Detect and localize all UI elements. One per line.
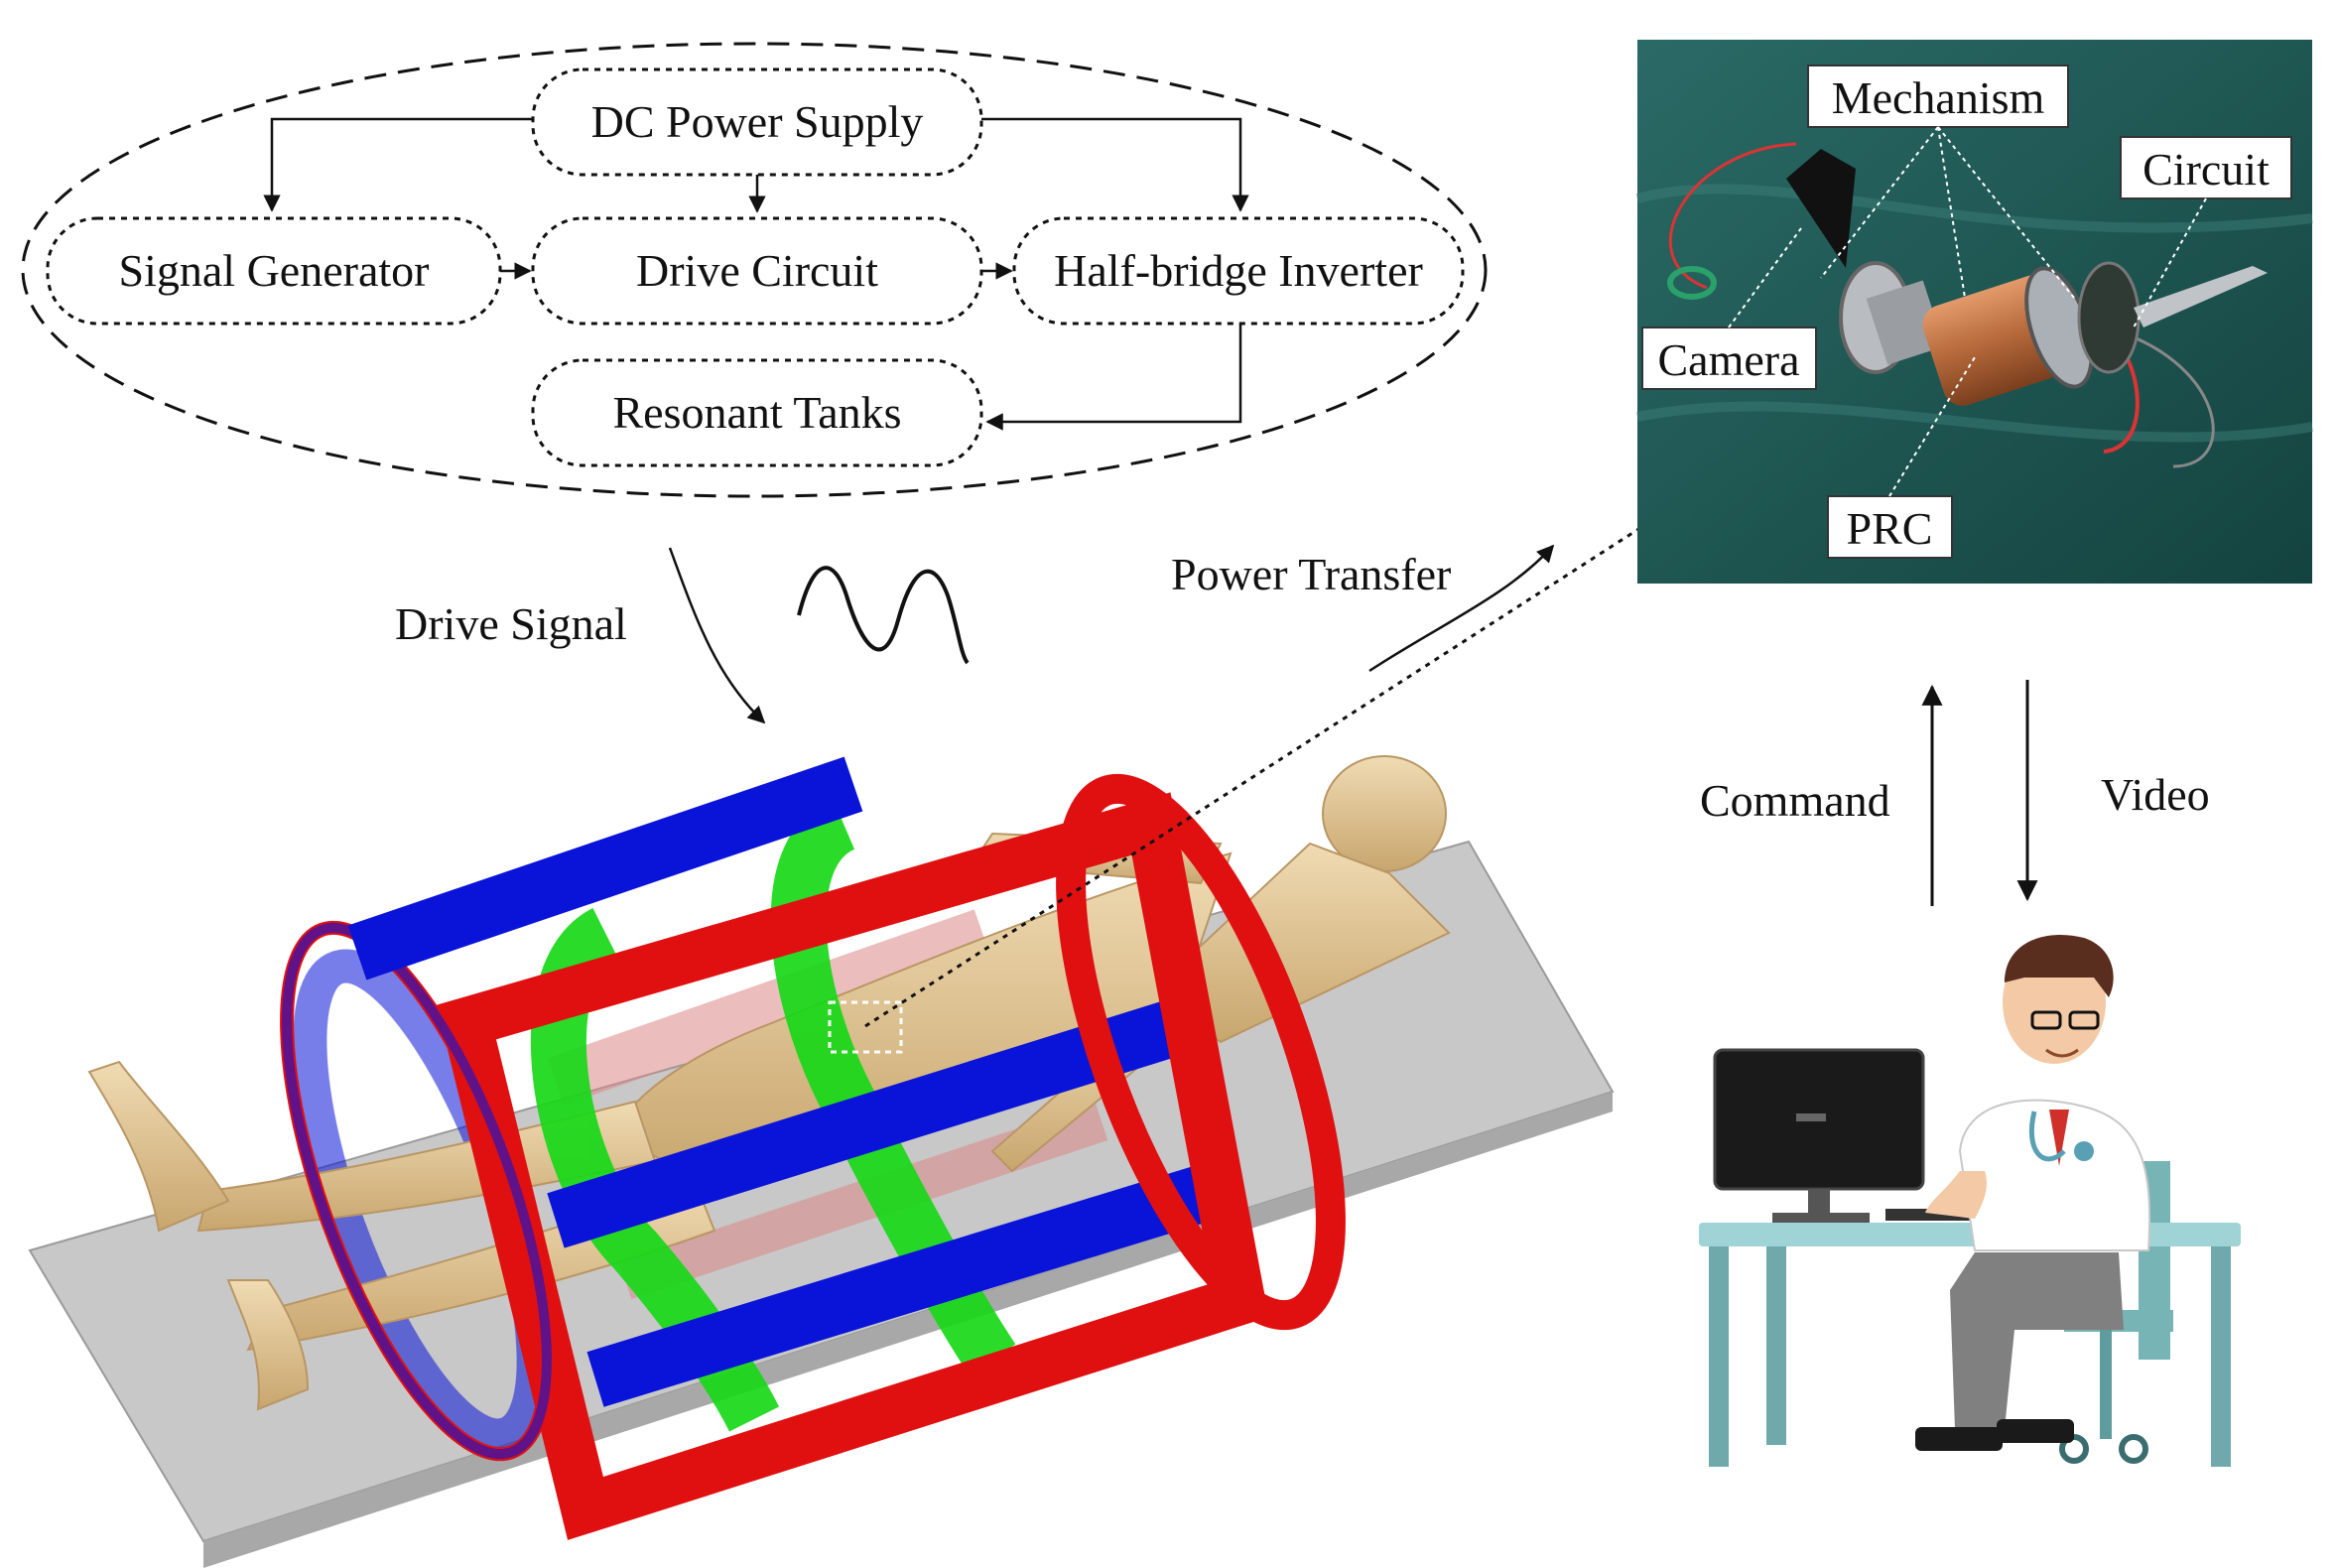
half-bridge-inverter-label: Half-bridge Inverter (1054, 245, 1423, 296)
mechanism-label: Mechanism (1832, 72, 2045, 123)
drive-signal-arrow (668, 547, 766, 724)
power-system-block-diagram: DC Power Supply Signal Generator Drive C… (21, 42, 1488, 498)
node-resonant-tanks: Resonant Tanks (531, 358, 983, 467)
circuit-label: Circuit (2142, 144, 2270, 195)
doctor-workstation-illustration (1699, 935, 2241, 1467)
block-connectors (263, 117, 1249, 431)
signal-generator-label: Signal Generator (119, 245, 430, 296)
drive-signal-caption: Drive Signal (395, 598, 627, 649)
node-half-bridge-inverter: Half-bridge Inverter (1012, 216, 1465, 326)
red-end-ring-right (1056, 773, 1346, 1331)
power-transfer-arrow (1368, 544, 1555, 673)
camera-label: Camera (1657, 334, 1799, 385)
power-transfer-caption: Power Transfer (1171, 549, 1451, 599)
blue-rungs (347, 756, 1220, 1407)
node-dc-power-supply: DC Power Supply (531, 67, 983, 177)
system-boundary-ellipse (21, 42, 1488, 498)
connector-dc-to-signal (263, 117, 533, 212)
command-caption: Command (1700, 775, 1890, 826)
prc-label: PRC (1847, 503, 1933, 554)
node-signal-generator: Signal Generator (46, 216, 502, 326)
node-drive-circuit: Drive Circuit (531, 216, 983, 326)
sine-wave-icon (797, 566, 970, 665)
video-caption: Video (2101, 769, 2210, 820)
drive-circuit-label: Drive Circuit (636, 245, 878, 296)
capsule-highlight-box (828, 1000, 903, 1054)
dc-power-supply-label: DC Power Supply (591, 96, 924, 147)
coil-system-illustration (28, 755, 1615, 1568)
connector-dc-to-inverter (981, 117, 1249, 212)
connector-inverter-to-tanks (985, 324, 1242, 431)
resonant-tanks-label: Resonant Tanks (612, 387, 901, 438)
capsule-robot-photo: Mechanism Circuit Camera PRC (1635, 40, 2313, 584)
